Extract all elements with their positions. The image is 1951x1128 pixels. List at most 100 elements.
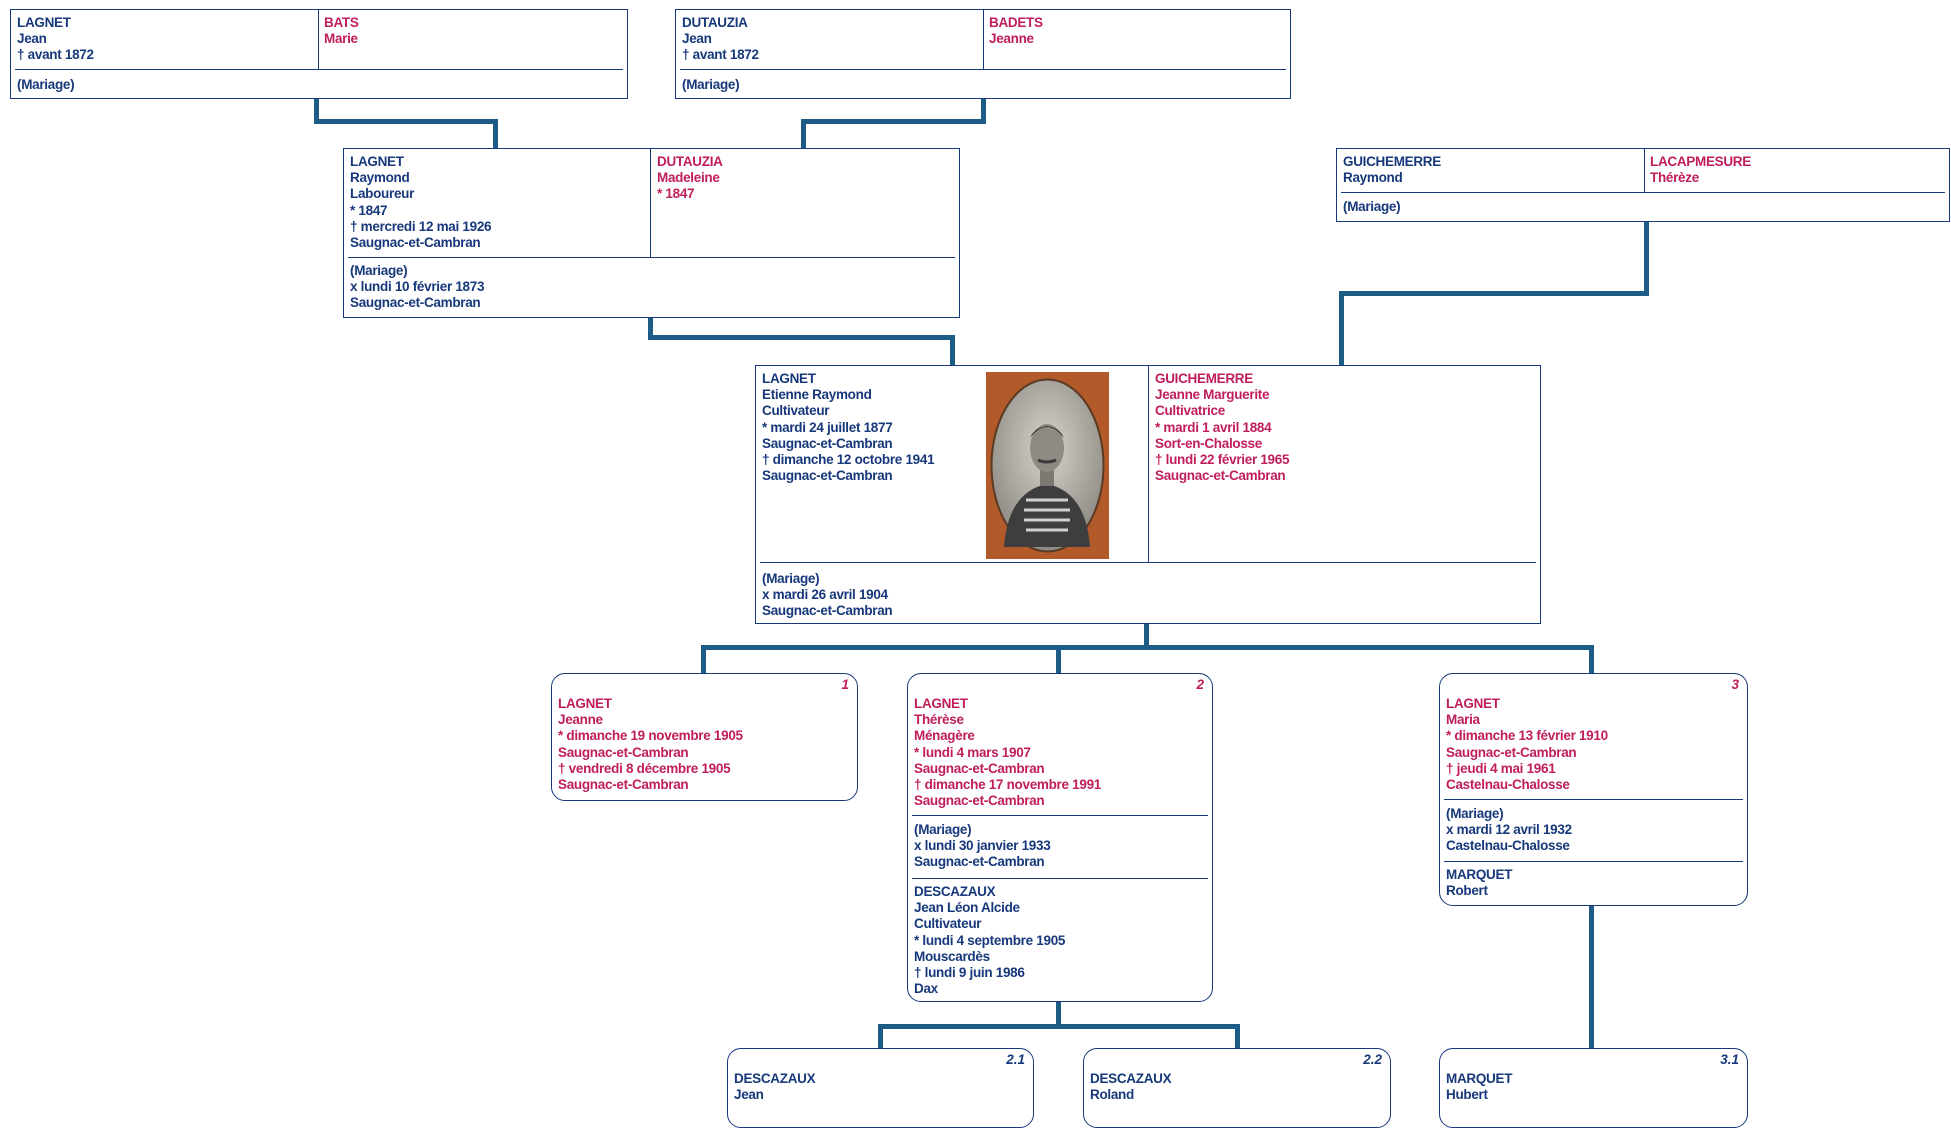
child-box-3[interactable]: 3 LAGNET Maria * dimanche 13 février 191… bbox=[1439, 673, 1748, 906]
grandchild-box-2-1[interactable]: 2.1 DESCAZAUX Jean bbox=[727, 1048, 1034, 1128]
death: † dimanche 17 novembre 1991 bbox=[914, 777, 1101, 793]
connector-line bbox=[1339, 291, 1344, 366]
birth-place: Saugnac-et-Cambran bbox=[914, 760, 1045, 776]
marriage-label: (Mariage) bbox=[350, 263, 408, 278]
surname: MARQUET bbox=[1446, 1071, 1513, 1086]
marriage-date: x mardi 12 avril 1932 bbox=[1446, 822, 1572, 838]
surname: BADETS bbox=[989, 15, 1043, 30]
surname: LAGNET bbox=[17, 15, 71, 30]
given-name: Jeanne bbox=[558, 712, 603, 728]
surname: LACAPMESURE bbox=[1650, 154, 1751, 169]
marriage-label: (Mariage) bbox=[1343, 199, 1401, 214]
birth: * 1847 bbox=[350, 202, 388, 218]
portrait-photo[interactable] bbox=[986, 372, 1109, 559]
marriage-info: (Mariage) x mardi 12 avril 1932 Castelna… bbox=[1446, 806, 1572, 855]
marriage-info: (Mariage) x lundi 30 janvier 1933 Saugna… bbox=[914, 822, 1051, 871]
child-info: LAGNET Jeanne * dimanche 19 novembre 190… bbox=[558, 696, 743, 793]
divider bbox=[983, 10, 984, 69]
child-info: LAGNET Thérèse Ménagère * lundi 4 mars 1… bbox=[914, 696, 1101, 809]
grandchild-info: MARQUET Hubert bbox=[1446, 1071, 1512, 1103]
marriage-info: (Mariage) x lundi 10 février 1873 Saugna… bbox=[350, 263, 484, 312]
given-name: Raymond bbox=[350, 170, 410, 186]
birth-place: Mouscardès bbox=[914, 948, 990, 964]
surname: LAGNET bbox=[762, 371, 816, 386]
birth: * mardi 1 avril 1884 bbox=[1155, 419, 1272, 435]
death-place: Saugnac-et-Cambran bbox=[1155, 468, 1286, 484]
surname: DESCAZAUX bbox=[914, 884, 996, 899]
marriage-label: (Mariage) bbox=[914, 822, 972, 837]
divider bbox=[15, 69, 623, 70]
marriage-place: Saugnac-et-Cambran bbox=[914, 854, 1045, 870]
birth-place: Saugnac-et-Cambran bbox=[558, 744, 689, 760]
family-box-lagnet-bats[interactable]: LAGNET Jean † avant 1872 BATS Marie (Mar… bbox=[10, 9, 628, 99]
death: † mercredi 12 mai 1926 bbox=[350, 218, 492, 234]
child-box-2[interactable]: 2 LAGNET Thérèse Ménagère * lundi 4 mars… bbox=[907, 673, 1213, 1002]
connector-line bbox=[314, 99, 319, 124]
family-box-guichemerre-lacapmesure[interactable]: GUICHEMERRE Raymond LACAPMESURE Thérèze … bbox=[1336, 148, 1950, 222]
marriage-date: x lundi 30 janvier 1933 bbox=[914, 838, 1051, 854]
husband-info: GUICHEMERRE Raymond bbox=[1343, 154, 1441, 186]
connector-line bbox=[981, 99, 986, 124]
connector-line bbox=[1235, 1024, 1240, 1049]
marriage-info: (Mariage) bbox=[682, 77, 740, 93]
child-box-1[interactable]: 1 LAGNET Jeanne * dimanche 19 novembre 1… bbox=[551, 673, 858, 801]
family-box-lagnet-dutauzia[interactable]: LAGNET Raymond Laboureur * 1847 † mercre… bbox=[343, 148, 960, 318]
given-name: Etienne Raymond bbox=[762, 387, 872, 403]
connector-line bbox=[1589, 645, 1594, 673]
death: † avant 1872 bbox=[682, 47, 759, 63]
given-name: Maria bbox=[1446, 712, 1480, 728]
divider bbox=[760, 562, 1536, 563]
death: † jeudi 4 mai 1961 bbox=[1446, 760, 1556, 776]
death: † lundi 9 juin 1986 bbox=[914, 965, 1025, 981]
given-name: Marie bbox=[324, 31, 358, 47]
family-box-main-couple[interactable]: LAGNET Etienne Raymond Cultivateur * mar… bbox=[755, 365, 1541, 624]
connector-line bbox=[701, 645, 706, 673]
marriage-date: x mardi 26 avril 1904 bbox=[762, 587, 888, 603]
marriage-label: (Mariage) bbox=[682, 77, 740, 92]
spouse-info: MARQUET Robert bbox=[1446, 867, 1512, 899]
grandchild-box-2-2[interactable]: 2.2 DESCAZAUX Roland bbox=[1083, 1048, 1391, 1128]
grandchild-number: 2.1 bbox=[1006, 1052, 1025, 1067]
family-box-dutauzia-badets[interactable]: DUTAUZIA Jean † avant 1872 BADETS Jeanne… bbox=[675, 9, 1291, 99]
given-name: Hubert bbox=[1446, 1087, 1488, 1103]
connector-line bbox=[1644, 220, 1649, 296]
surname: DESCAZAUX bbox=[1090, 1071, 1172, 1086]
birth-place: Sort-en-Chalosse bbox=[1155, 435, 1262, 451]
child-number: 2 bbox=[1196, 677, 1204, 692]
marriage-date: x lundi 10 février 1873 bbox=[350, 279, 485, 295]
divider bbox=[912, 815, 1208, 816]
spouse-info: DESCAZAUX Jean Léon Alcide Cultivateur *… bbox=[914, 884, 1065, 997]
death: † vendredi 8 décembre 1905 bbox=[558, 760, 731, 776]
wife-info: BADETS Jeanne bbox=[989, 15, 1043, 47]
birth: * lundi 4 septembre 1905 bbox=[914, 932, 1066, 948]
surname: LAGNET bbox=[558, 696, 612, 711]
grandchild-box-3-1[interactable]: 3.1 MARQUET Hubert bbox=[1439, 1048, 1748, 1128]
connector-line bbox=[878, 1024, 883, 1049]
connector-line bbox=[314, 119, 498, 124]
birth: * mardi 24 juillet 1877 bbox=[762, 419, 893, 435]
given-name: Madeleine bbox=[657, 170, 720, 186]
given-name: Jean bbox=[17, 31, 47, 47]
surname: MARQUET bbox=[1446, 867, 1513, 882]
divider bbox=[1148, 366, 1149, 562]
birth-place: Saugnac-et-Cambran bbox=[1446, 744, 1577, 760]
connector-line bbox=[1056, 645, 1061, 673]
given-name: Jean bbox=[682, 31, 712, 47]
given-name: Jean Léon Alcide bbox=[914, 900, 1020, 916]
husband-info: DUTAUZIA Jean † avant 1872 bbox=[682, 15, 759, 64]
connector-line bbox=[801, 119, 986, 124]
connector-line bbox=[801, 119, 806, 149]
marriage-info: (Mariage) bbox=[1343, 199, 1401, 215]
grandchild-info: DESCAZAUX Roland bbox=[1090, 1071, 1172, 1103]
connector-line bbox=[1339, 291, 1649, 296]
divider bbox=[680, 69, 1286, 70]
divider bbox=[318, 10, 319, 69]
given-name: Thérèse bbox=[914, 712, 964, 728]
divider bbox=[912, 878, 1208, 879]
portrait-image bbox=[986, 372, 1109, 559]
marriage-info: (Mariage) x mardi 26 avril 1904 Saugnac-… bbox=[762, 571, 893, 620]
marriage-place: Saugnac-et-Cambran bbox=[762, 603, 893, 619]
death-place: Dax bbox=[914, 981, 938, 997]
occupation: Laboureur bbox=[350, 186, 415, 202]
husband-info: LAGNET Etienne Raymond Cultivateur * mar… bbox=[762, 371, 935, 484]
